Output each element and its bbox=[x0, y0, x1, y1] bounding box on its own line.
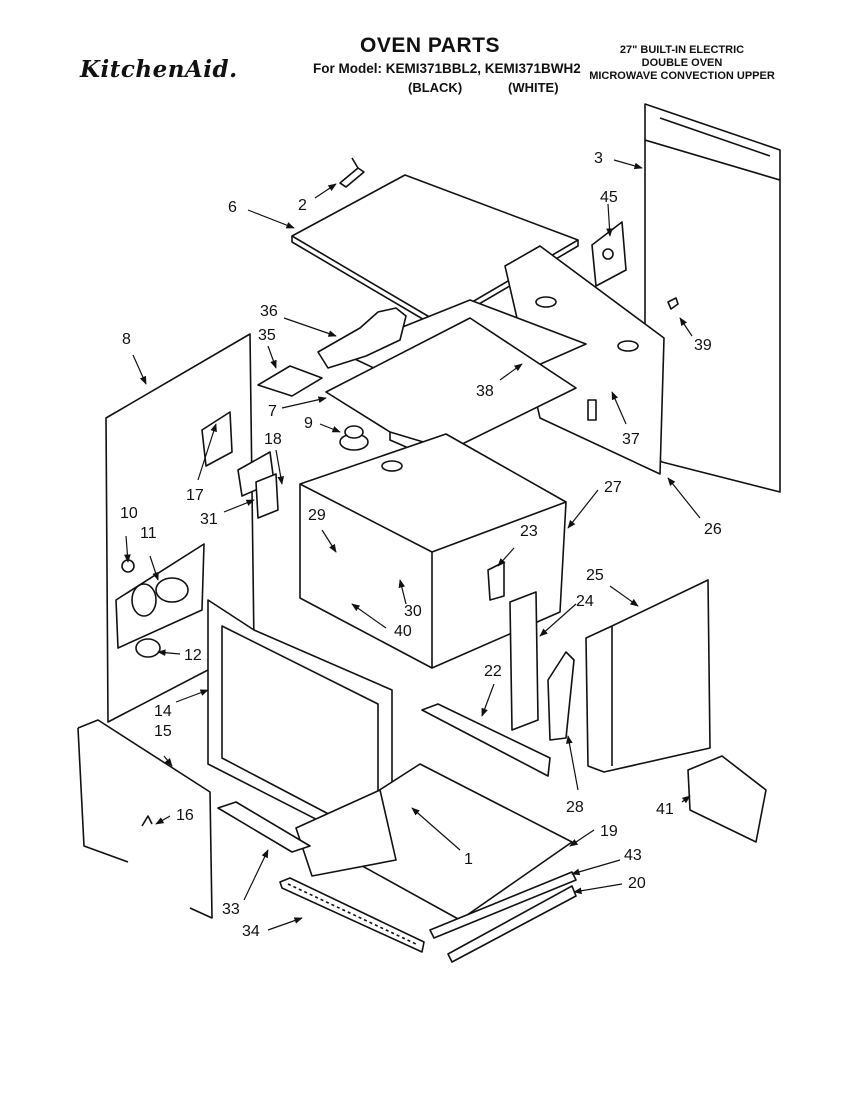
part-side-panel-3 bbox=[644, 103, 781, 493]
callout-19: 19 bbox=[600, 823, 618, 840]
part-frame-1 bbox=[295, 789, 397, 877]
part-rail-22 bbox=[421, 703, 551, 777]
callout-30: 30 bbox=[404, 603, 422, 620]
part-trim-20 bbox=[447, 885, 577, 963]
part-duct-36 bbox=[317, 307, 407, 369]
callout-12: 12 bbox=[184, 647, 202, 664]
product-description: 27" BUILT-IN ELECTRIC DOUBLE OVEN MICROW… bbox=[575, 44, 789, 83]
part-switch-31 bbox=[255, 473, 279, 519]
callout-20: 20 bbox=[628, 875, 646, 892]
callout-39: 39 bbox=[694, 337, 712, 354]
part-side-panel-25 bbox=[585, 579, 711, 773]
callout-37: 37 bbox=[622, 431, 640, 448]
description-line-1: 27" BUILT-IN ELECTRIC bbox=[619, 44, 745, 56]
callout-45: 45 bbox=[600, 189, 618, 206]
description-line-3: MICROWAVE CONVECTION UPPER bbox=[589, 70, 775, 82]
finish-white: (WHITE) bbox=[508, 80, 559, 95]
part-bracket-17 bbox=[201, 411, 233, 467]
callout-3: 3 bbox=[594, 150, 603, 167]
model-line: For Model: KEMI371BBL2, KEMI371BWH2 bbox=[313, 61, 581, 76]
callout-23: 23 bbox=[520, 523, 538, 540]
callout-17: 17 bbox=[186, 487, 204, 504]
finish-black: (BLACK) bbox=[408, 80, 463, 95]
part-bracket-35 bbox=[257, 365, 323, 397]
part-bracket-2 bbox=[339, 157, 365, 188]
callout-36: 36 bbox=[260, 303, 278, 320]
callout-8: 8 bbox=[122, 331, 131, 348]
kitchenaid-logo: KitchenAid. bbox=[80, 56, 238, 83]
part-hinge-28 bbox=[547, 651, 575, 741]
callout-1: 1 bbox=[464, 851, 473, 868]
callout-24: 24 bbox=[576, 593, 594, 610]
callout-27: 27 bbox=[604, 479, 622, 496]
callout-41: 41 bbox=[656, 801, 674, 818]
callout-15: 15 bbox=[154, 723, 172, 740]
part-bulb-12 bbox=[135, 638, 161, 658]
callout-22: 22 bbox=[484, 663, 502, 680]
part-lamp-assembly bbox=[115, 543, 205, 649]
part-cavity-27 bbox=[299, 433, 567, 669]
part-plate-45 bbox=[591, 221, 627, 287]
callout-34: 34 bbox=[242, 923, 260, 940]
callout-9: 9 bbox=[304, 415, 313, 432]
callout-40: 40 bbox=[394, 623, 412, 640]
leader-lines bbox=[124, 159, 701, 931]
callout-35: 35 bbox=[258, 327, 276, 344]
callout-26: 26 bbox=[704, 521, 722, 538]
callout-18: 18 bbox=[264, 431, 282, 448]
page-title: OVEN PARTS bbox=[360, 34, 500, 57]
callout-43: 43 bbox=[624, 847, 642, 864]
part-clip-39 bbox=[667, 297, 679, 310]
part-hinge-bracket-24 bbox=[509, 591, 539, 731]
callout-7: 7 bbox=[268, 403, 277, 420]
callout-6: 6 bbox=[228, 199, 237, 216]
callout-33: 33 bbox=[222, 901, 240, 918]
callout-10: 10 bbox=[120, 505, 138, 522]
callout-29: 29 bbox=[308, 507, 326, 524]
callout-38: 38 bbox=[476, 383, 494, 400]
callout-25: 25 bbox=[586, 567, 604, 584]
callout-2: 2 bbox=[298, 197, 307, 214]
description-line-2: DOUBLE OVEN bbox=[641, 57, 723, 69]
part-vent-grille-34 bbox=[279, 877, 425, 953]
part-gasket-15 bbox=[77, 719, 213, 919]
callout-16: 16 bbox=[176, 807, 194, 824]
callout-28: 28 bbox=[566, 799, 584, 816]
callout-31: 31 bbox=[200, 511, 218, 528]
callout-11: 11 bbox=[140, 525, 157, 542]
part-trim-43 bbox=[429, 871, 577, 939]
part-fan-9 bbox=[339, 425, 369, 451]
part-bracket-41 bbox=[687, 755, 767, 843]
part-trim-33 bbox=[217, 801, 311, 853]
callout-14: 14 bbox=[154, 703, 172, 720]
